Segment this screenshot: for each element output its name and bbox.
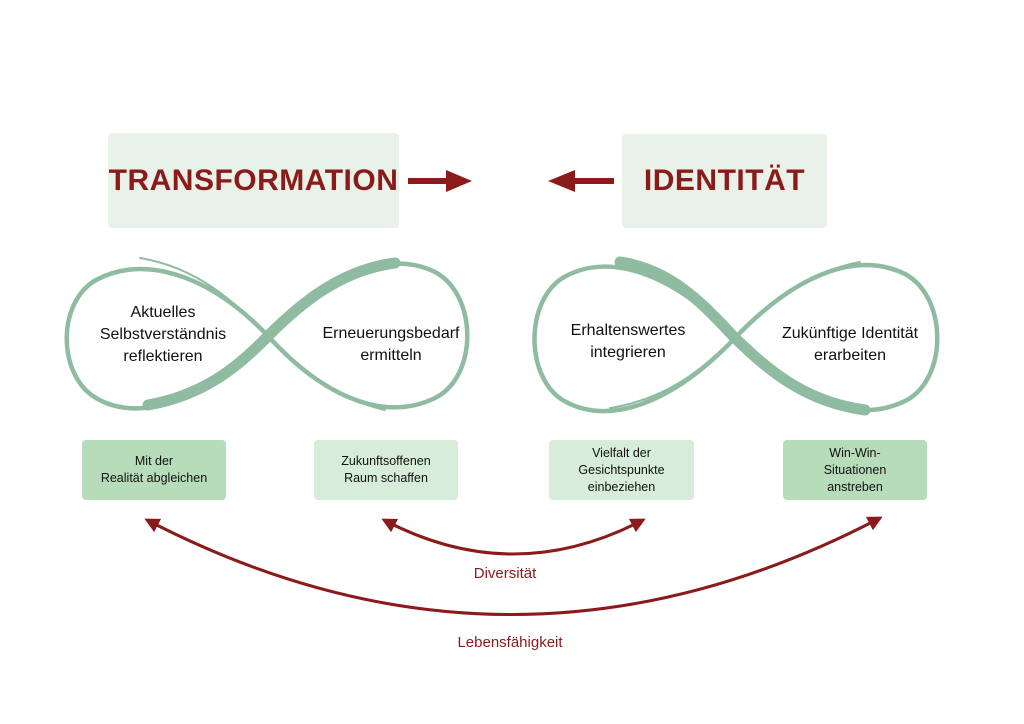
infinity-loop-identitaet <box>532 256 940 416</box>
box-win-win-text: Win-Win- Situationen anstreben <box>823 445 887 494</box>
box-realitaet: Mit der Realität abgleichen <box>82 440 226 500</box>
box-realitaet-text: Mit der Realität abgleichen <box>100 454 208 485</box>
box-vielfalt-text: Vielfalt der Gesichtspunkte einbeziehen <box>578 445 665 494</box>
box-raum-text: Zukunftsoffenen Raum schaffen <box>341 454 431 485</box>
label-lebensfaehigkeit: Lebensfähigkeit <box>457 634 563 651</box>
title-transformation-text: TRANSFORMATION <box>108 163 399 197</box>
arrow-right-icon <box>408 170 472 192</box>
arc-diversitaet <box>381 518 646 556</box>
box-win-win: Win-Win- Situationen anstreben <box>783 440 927 500</box>
arc-lebensfaehigkeit <box>144 516 883 616</box>
arrow-left-icon <box>548 170 614 192</box>
infinity-loop-transformation <box>64 257 470 411</box>
loop-label-erarbeiten: Zukünftige Identität erarbeiten <box>781 325 919 364</box>
title-transformation: TRANSFORMATION <box>108 133 399 228</box>
loop-label-ermitteln: Erneuerungsbedarf ermitteln <box>322 325 460 364</box>
loop-label-reflektieren: Aktuelles Selbstverständnis reflektieren <box>99 304 227 365</box>
box-vielfalt: Vielfalt der Gesichtspunkte einbeziehen <box>549 440 694 500</box>
title-identitaet: IDENTITÄT <box>622 134 827 228</box>
label-diversitaet: Diversität <box>473 565 537 582</box>
box-raum: Zukunftsoffenen Raum schaffen <box>314 440 458 500</box>
loop-label-integrieren: Erhaltenswertes integrieren <box>570 322 686 361</box>
title-identitaet-text: IDENTITÄT <box>643 164 806 197</box>
